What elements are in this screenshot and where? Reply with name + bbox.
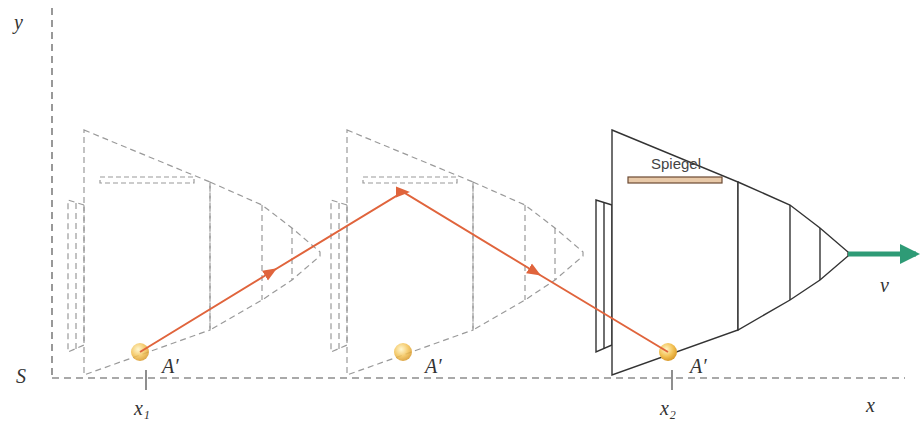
mirror <box>628 177 722 183</box>
mirror <box>363 177 457 183</box>
hull-line <box>291 228 292 280</box>
mirror-label: Spiegel <box>651 156 701 171</box>
engine <box>68 200 84 352</box>
point-label: A′ <box>425 356 442 376</box>
axis-label: x <box>866 395 875 415</box>
hull <box>612 130 738 375</box>
hull-line <box>603 203 604 349</box>
frame-label: S <box>16 366 26 386</box>
hull-line <box>75 203 76 349</box>
position-label: x₂ <box>660 398 676 418</box>
position-label: x₁ <box>134 398 150 418</box>
mirror <box>100 177 194 183</box>
engine <box>596 200 612 352</box>
hull-line <box>338 203 339 349</box>
tick <box>145 370 146 390</box>
x-axis <box>52 377 905 378</box>
engine <box>331 200 347 352</box>
nose <box>738 182 848 330</box>
nose <box>473 182 583 330</box>
light-source <box>394 343 412 361</box>
hull-line <box>819 228 820 280</box>
nose <box>210 182 320 330</box>
velocity-arrow <box>848 252 916 257</box>
light-clock <box>596 130 848 375</box>
hull-line <box>554 228 555 280</box>
hull-line <box>524 205 525 300</box>
light-path <box>140 192 668 352</box>
point-label: A′ <box>162 356 179 376</box>
hull <box>347 130 473 375</box>
axis-label: y <box>14 12 23 32</box>
tick <box>671 370 672 390</box>
hull <box>84 130 210 375</box>
ghost-clock <box>331 130 583 375</box>
point-label: A′ <box>690 356 707 376</box>
ghost-clock <box>68 130 320 375</box>
velocity-label: v <box>880 275 889 295</box>
hull-line <box>789 205 790 300</box>
y-axis <box>51 8 52 378</box>
hull-line <box>261 205 262 300</box>
